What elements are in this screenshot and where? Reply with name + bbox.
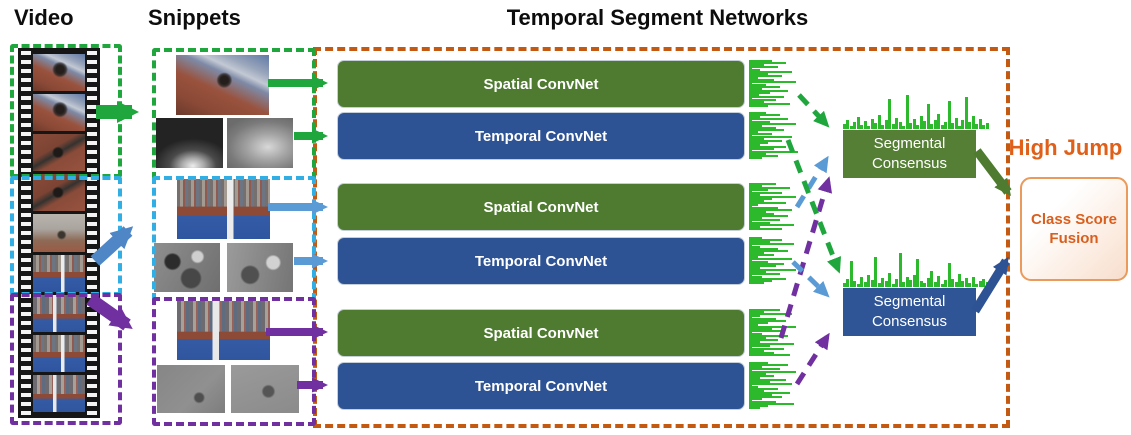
video-title: Video xyxy=(14,5,74,30)
film-sprocket-holes-left xyxy=(21,51,31,415)
score-histogram-spatial-2 xyxy=(749,183,804,230)
snippet1-flow-x xyxy=(156,118,223,168)
film-frames xyxy=(33,54,85,412)
spatial-convnet-3: Spatial ConvNet xyxy=(337,309,745,357)
score-histogram-spatial-3 xyxy=(749,309,804,356)
snippet3-flow-y xyxy=(231,365,299,413)
temporal-convnet-2: Temporal ConvNet xyxy=(337,237,745,285)
snippet3-rgb-frame xyxy=(177,301,270,360)
spatial-convnet-2: Spatial ConvNet xyxy=(337,183,745,231)
tsn-title: Temporal Segment Networks xyxy=(506,5,809,30)
snippets-title: Snippets xyxy=(148,5,241,30)
temporal-convnet-3: Temporal ConvNet xyxy=(337,362,745,410)
video-frame xyxy=(33,214,85,252)
video-frame xyxy=(33,294,85,332)
class-score-fusion-box: Class Score Fusion xyxy=(1020,177,1128,281)
video-frame xyxy=(33,94,85,132)
temporal-convnet-1: Temporal ConvNet xyxy=(337,112,745,160)
score-histogram-spatial-1 xyxy=(749,60,804,107)
snippet2-flow-y xyxy=(227,243,293,292)
video-frame xyxy=(33,134,85,172)
snippet2-flow-x xyxy=(154,243,220,292)
score-histogram-temporal-2 xyxy=(749,237,804,284)
video-frame xyxy=(33,54,85,92)
consensus-histogram-spatial xyxy=(843,92,989,129)
film-sprocket-holes-right xyxy=(87,51,97,415)
video-frame xyxy=(33,374,85,412)
video-frame xyxy=(33,334,85,372)
snippet1-rgb-frame xyxy=(176,55,269,115)
score-histogram-temporal-1 xyxy=(749,112,804,159)
video-frame xyxy=(33,254,85,292)
segmental-consensus-spatial: Segmental Consensus xyxy=(843,130,976,178)
predicted-class-label: High Jump xyxy=(1008,135,1123,160)
snippet3-flow-x xyxy=(157,365,225,413)
segmental-consensus-temporal: Segmental Consensus xyxy=(843,288,976,336)
snippet1-flow-y xyxy=(227,118,293,168)
snippet2-rgb-frame xyxy=(177,179,270,239)
consensus-histogram-temporal xyxy=(843,250,989,287)
spatial-convnet-1: Spatial ConvNet xyxy=(337,60,745,108)
video-film-strip xyxy=(18,48,100,418)
score-histogram-temporal-3 xyxy=(749,362,804,409)
video-frame xyxy=(33,174,85,212)
